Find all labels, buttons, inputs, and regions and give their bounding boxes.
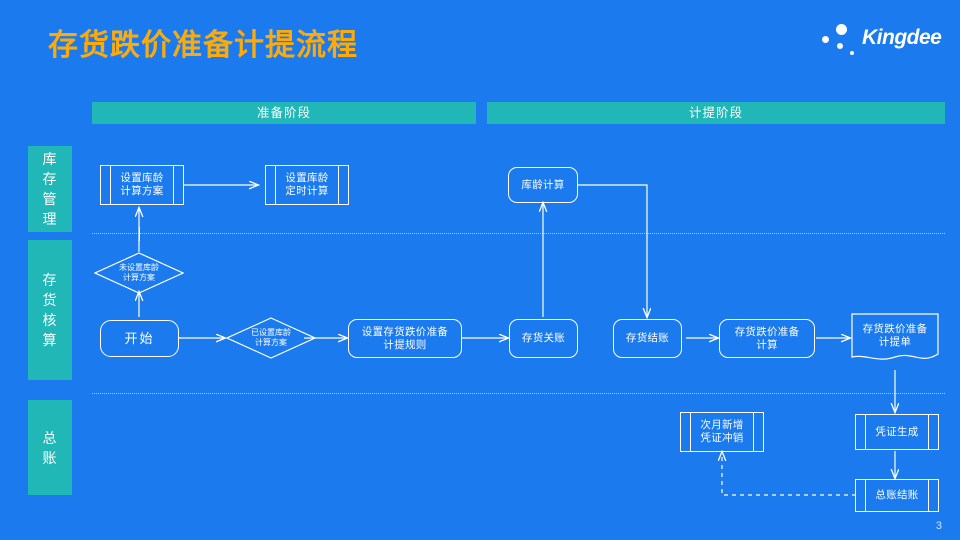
provision-document-shape bbox=[851, 313, 939, 360]
has-scheme-diamond-shape bbox=[226, 317, 316, 359]
lane-label-inventory-accounting: 存货核算 bbox=[28, 240, 72, 380]
phase-header-preparation: 准备阶段 bbox=[92, 102, 476, 124]
lane-text-inventory-accounting: 存货核算 bbox=[42, 272, 58, 348]
node-set-provision-rule[interactable]: 设置存货跌价准备 计提规则 bbox=[348, 319, 462, 358]
node-gl-close-label: 总账结账 bbox=[875, 489, 919, 501]
logo-dot-small bbox=[837, 43, 843, 49]
node-has-scheme-decision-label: 已设置库龄 计算方案 bbox=[251, 328, 291, 347]
node-inventory-settle-label: 存货结账 bbox=[625, 332, 670, 344]
lane-separator-top bbox=[92, 233, 945, 234]
node-no-scheme-decision-label: 未设置库龄 计算方案 bbox=[119, 263, 159, 282]
logo-dot-large bbox=[836, 24, 847, 35]
wire-aging-to-settle bbox=[578, 184, 647, 317]
node-aging-schedule[interactable]: 设置库龄 定时计算 bbox=[265, 165, 349, 205]
logo-dot-tiny bbox=[850, 51, 854, 55]
lane-text-general-ledger: 总账 bbox=[42, 429, 58, 466]
page-number: 3 bbox=[935, 520, 942, 532]
node-aging-calc-label: 库龄计算 bbox=[521, 178, 565, 191]
node-has-scheme-decision[interactable]: 已设置库龄 计算方案 bbox=[226, 317, 316, 359]
node-start[interactable]: 开始 bbox=[100, 320, 179, 357]
lane-text-inventory-management: 库存管理 bbox=[42, 151, 58, 227]
node-provision-document-label: 存货跌价准备 计提单 bbox=[862, 323, 928, 348]
node-gl-close[interactable]: 总账结账 bbox=[855, 479, 939, 512]
lane-label-inventory-management: 库存管理 bbox=[28, 146, 72, 232]
page-title: 存货跌价准备计提流程 bbox=[48, 29, 358, 62]
node-set-aging-scheme-label: 设置库龄 计算方案 bbox=[120, 172, 164, 197]
kingdee-logo: Kingdee bbox=[820, 20, 950, 60]
lane-separator-bottom bbox=[92, 393, 945, 394]
node-no-scheme-decision[interactable]: 未设置库龄 计算方案 bbox=[94, 252, 184, 294]
node-inventory-close[interactable]: 存货关账 bbox=[509, 319, 578, 358]
node-voucher-generation[interactable]: 凭证生成 bbox=[855, 414, 939, 450]
lane-vertical-rule bbox=[139, 227, 140, 241]
node-provision-calc[interactable]: 存货跌价准备 计算 bbox=[719, 319, 815, 358]
node-provision-document[interactable]: 存货跌价准备 计提单 bbox=[851, 313, 939, 365]
node-inventory-close-label: 存货关账 bbox=[521, 332, 566, 344]
wire-glclose-to-reverse bbox=[722, 452, 856, 496]
node-inventory-settle[interactable]: 存货结账 bbox=[613, 319, 682, 358]
node-set-aging-scheme[interactable]: 设置库龄 计算方案 bbox=[100, 165, 184, 205]
node-start-label: 开始 bbox=[124, 331, 155, 346]
lane-label-general-ledger: 总账 bbox=[28, 400, 72, 495]
node-next-month-reverse[interactable]: 次月新增 凭证冲销 bbox=[680, 412, 764, 452]
node-provision-calc-label: 存货跌价准备 计算 bbox=[734, 325, 800, 351]
node-aging-schedule-label: 设置库龄 定时计算 bbox=[285, 172, 329, 197]
node-next-month-reverse-label: 次月新增 凭证冲销 bbox=[700, 419, 744, 444]
no-scheme-diamond-shape bbox=[94, 252, 184, 294]
phase-header-provision: 计提阶段 bbox=[487, 102, 945, 124]
node-set-provision-rule-label: 设置存货跌价准备 计提规则 bbox=[361, 325, 449, 351]
logo-wordmark: Kingdee bbox=[862, 26, 942, 49]
node-voucher-generation-label: 凭证生成 bbox=[875, 425, 919, 438]
node-aging-calc[interactable]: 库龄计算 bbox=[508, 167, 578, 203]
logo-dot-medium bbox=[822, 36, 829, 43]
